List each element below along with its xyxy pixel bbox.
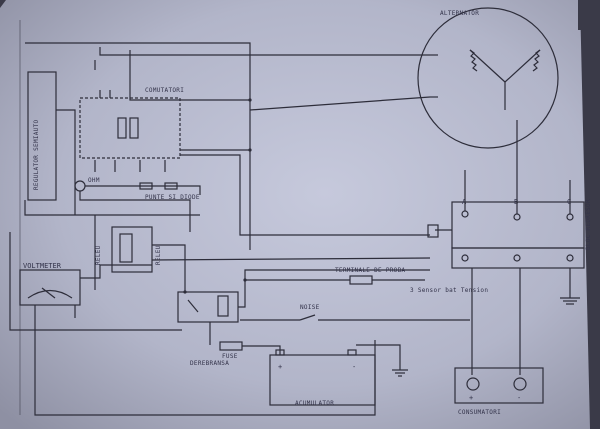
relay-right-label: RELEU (155, 245, 162, 265)
consumers-plus: + (469, 394, 473, 402)
wire (249, 96, 431, 111)
consumers-label: CONSUMATORI (458, 409, 501, 416)
alternator-circle (417, 7, 559, 149)
alternator-label: ALTERNATOR (440, 10, 479, 17)
ohm-label: OHM (88, 177, 100, 184)
tension-label: 3 Sensor bat Tension (410, 287, 488, 294)
relay-left-label: RELEU (95, 245, 102, 265)
battery-minus: - (352, 363, 356, 371)
relay-box (111, 226, 153, 273)
voltmeter-label: VOLTMETER (23, 262, 62, 270)
consumers-box (454, 367, 544, 404)
wire (129, 50, 250, 101)
wire (99, 47, 430, 56)
regulator-box (27, 71, 57, 201)
battery-plus: + (278, 363, 282, 371)
noise-label: NOISE (300, 304, 320, 311)
consumers-minus: - (517, 394, 521, 402)
regulator-label: REGULATOR SEMIAUTO (33, 119, 40, 190)
battery-label: ACUMULATOR (295, 400, 334, 407)
comutator-label: COMUTATORI (145, 87, 184, 94)
release-label: DEREBRANSA (190, 360, 229, 367)
dark-corner (578, 0, 600, 30)
comutator-box (79, 97, 181, 159)
wire (25, 42, 251, 250)
terminal-label: TERMINALE DE PROBA (335, 267, 406, 274)
lamp-label: PUNTE SI DIODE (145, 194, 200, 201)
voltmeter-box (19, 269, 81, 306)
terminal-B: B (514, 198, 518, 206)
stator-windings (469, 49, 541, 110)
fuse-label: FUSE (222, 353, 238, 360)
output-block (451, 247, 585, 269)
terminal-C: C (567, 198, 571, 206)
right-box-label: BLOC REDRESOR (585, 199, 592, 250)
